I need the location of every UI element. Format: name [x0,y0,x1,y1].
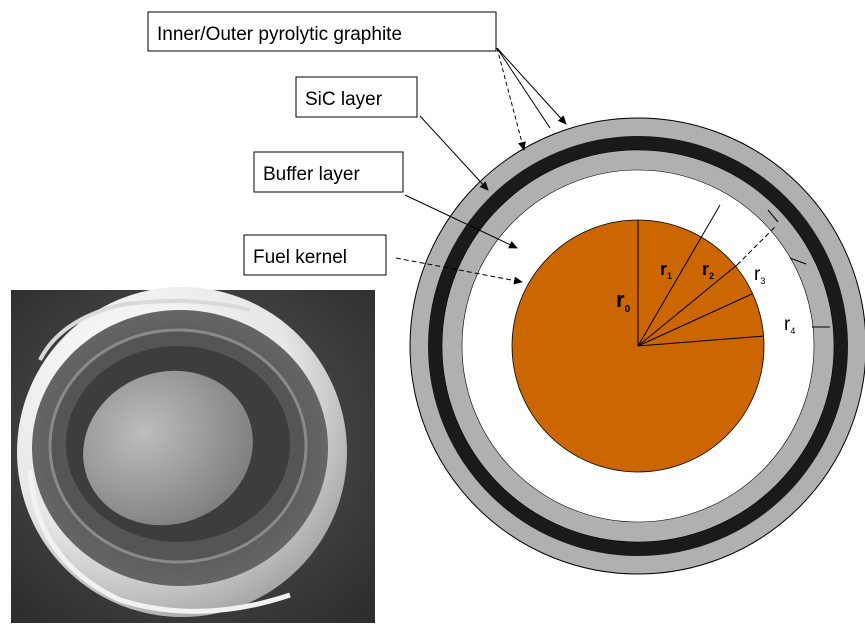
sem-photo [11,287,375,623]
pyrolytic-arrow-outer [497,48,566,124]
cross-section: r0 r1 r2 r3 r4 [410,118,865,574]
callouts: Inner/Outer pyrolytic graphite SiC layer… [148,12,566,282]
sic-label: SiC layer [305,89,383,110]
pyrolytic-arrow-outer-2 [497,48,550,128]
kernel-label: Fuel kernel [253,247,347,268]
pyrolytic-label: Inner/Outer pyrolytic graphite [157,24,402,45]
buffer-label: Buffer layer [263,164,360,185]
sic-arrow [420,116,488,190]
